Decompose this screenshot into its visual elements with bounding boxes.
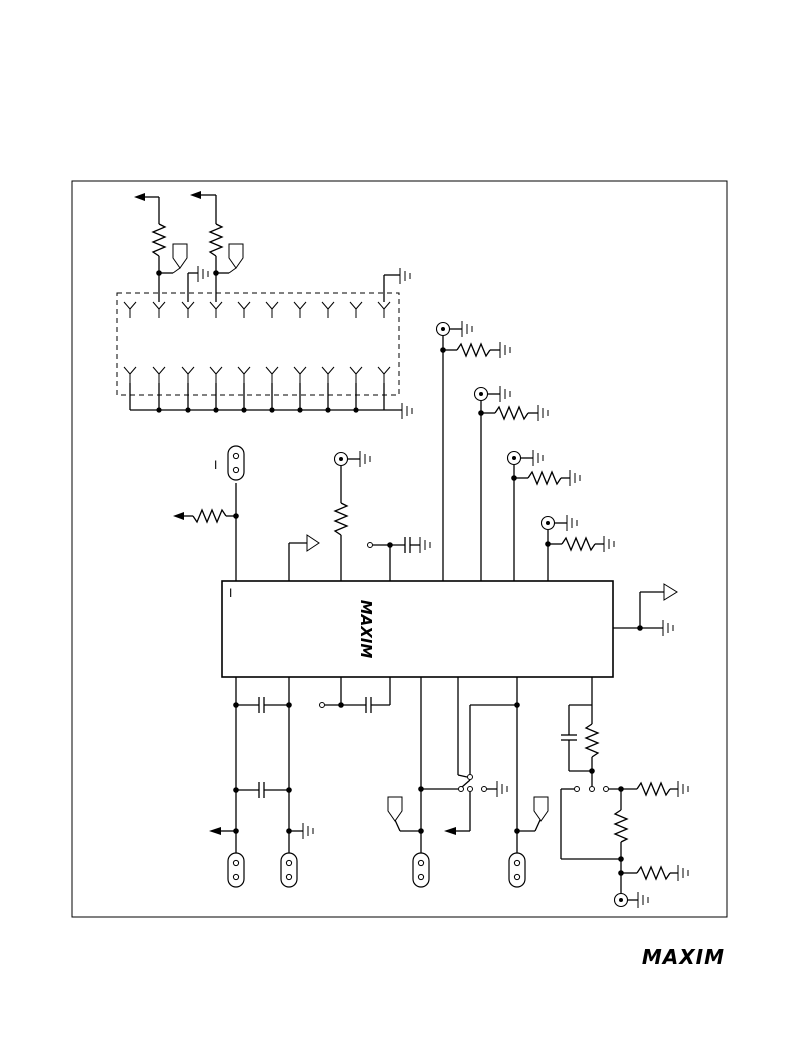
resistor	[636, 865, 671, 881]
ic-right-connections	[613, 583, 678, 637]
antenna-array-block	[116, 191, 413, 420]
jumper-connector	[280, 852, 298, 888]
resistor	[456, 342, 491, 358]
resistor	[613, 809, 629, 843]
ground-symbol	[662, 619, 674, 637]
ground-symbol	[359, 450, 371, 468]
bus-tag-icon	[228, 243, 244, 269]
resistor	[494, 405, 529, 421]
jumper-connector	[508, 852, 526, 888]
resistor	[208, 223, 224, 257]
coax-connector-icon	[333, 451, 349, 467]
ground-symbol	[566, 514, 578, 532]
schematic-border	[71, 180, 728, 918]
ic-bottom-connections	[209, 677, 689, 909]
ground-symbol	[569, 469, 581, 487]
ground-symbol	[197, 265, 209, 283]
supply-triangle-icon	[663, 583, 678, 601]
ground-symbol	[677, 864, 689, 882]
arrow-left-icon	[190, 191, 201, 199]
coax-connector-icon	[540, 515, 556, 531]
resistor	[527, 470, 562, 486]
bus-junction-dots	[156, 407, 359, 413]
main-ic: I MAXIM	[221, 580, 614, 678]
coax-connector-icon	[506, 450, 522, 466]
jumper-connector	[227, 445, 245, 481]
ground-symbol	[399, 267, 411, 285]
supply-triangle-icon	[306, 534, 320, 552]
ground-symbol	[603, 535, 615, 553]
jumper-connector	[227, 852, 245, 888]
jumper-connector	[412, 852, 430, 888]
ic-top-connections: I	[173, 320, 615, 581]
arrow-left-icon	[173, 512, 184, 520]
ground-symbol	[537, 404, 549, 422]
coax-connector-icon	[613, 892, 629, 908]
ground-symbol	[499, 385, 511, 403]
arrow-left-icon	[209, 827, 221, 835]
bus-tag-icon	[172, 243, 188, 269]
ground-symbol	[532, 449, 544, 467]
bus-tag-icon	[387, 796, 403, 822]
ground-symbol	[401, 402, 413, 420]
ic-logo: MAXIM	[357, 600, 375, 659]
ground-symbol	[302, 822, 314, 840]
resistor	[584, 723, 600, 758]
coax-connector-icon	[473, 386, 489, 402]
resistor	[333, 502, 349, 536]
bus-tag-icon	[533, 796, 549, 822]
resistor	[636, 781, 671, 797]
ground-symbol	[461, 320, 473, 338]
ground-symbol	[677, 780, 689, 798]
jumper-top-label: I	[214, 458, 217, 472]
antenna-row-top	[123, 301, 391, 319]
ground-symbol	[496, 780, 508, 798]
resistor	[192, 508, 227, 524]
resistor	[151, 223, 167, 257]
antenna-row-bottom	[123, 366, 391, 384]
ground-symbol	[637, 891, 649, 909]
coax-connector-icon	[435, 321, 451, 337]
ground-symbol	[419, 536, 431, 554]
resistor	[561, 536, 596, 552]
ground-symbol	[499, 341, 511, 359]
footer-brand-logo: MAXIM	[642, 945, 725, 969]
ic-pin1-marker: I	[229, 586, 232, 600]
arrow-left-icon	[444, 827, 456, 835]
arrow-left-icon	[134, 193, 145, 201]
